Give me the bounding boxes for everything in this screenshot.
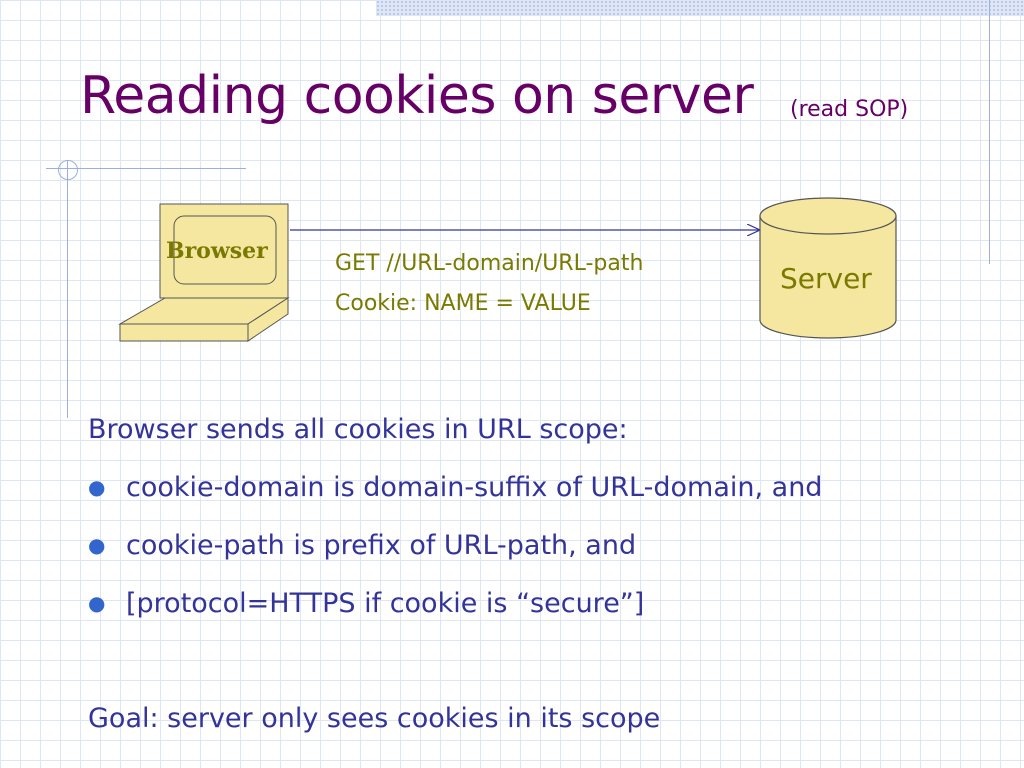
bullet-text: cookie-path is prefix of URL-path, and	[126, 530, 637, 561]
http-request-line: GET //URL-domain/URL-path	[335, 251, 644, 276]
server-label: Server	[780, 262, 872, 295]
bullet-list: ● cookie-domain is domain-suffix of URL-…	[88, 472, 822, 646]
bullet-icon: ●	[88, 475, 106, 499]
list-item: ● [protocol=HTTPS if cookie is “secure”]	[88, 588, 822, 646]
list-item: ● cookie-path is prefix of URL-path, and	[88, 530, 822, 588]
database-cylinder-icon	[759, 197, 897, 339]
list-item: ● cookie-domain is domain-suffix of URL-…	[88, 472, 822, 530]
goal-text: Goal: server only sees cookies in its sc…	[88, 703, 661, 734]
request-diagram	[118, 197, 897, 342]
decoration-line-horizontal	[46, 168, 246, 169]
bullet-icon: ●	[88, 533, 106, 557]
bullet-text: cookie-domain is domain-suffix of URL-do…	[126, 472, 823, 503]
browser-label: Browser	[166, 238, 268, 264]
corner-decoration-band	[376, 0, 1024, 16]
bullet-icon: ●	[88, 591, 106, 615]
decoration-line-right	[989, 0, 990, 264]
intro-text: Browser sends all cookies in URL scope:	[88, 414, 628, 445]
decoration-circle	[58, 160, 78, 180]
bullet-text: [protocol=HTTPS if cookie is “secure”]	[126, 588, 645, 619]
cookie-header-line: Cookie: NAME = VALUE	[335, 291, 591, 316]
decoration-line-left	[67, 160, 68, 418]
slide-title: Reading cookies on server	[80, 66, 754, 126]
laptop-icon	[118, 203, 290, 342]
slide-subtitle: (read SOP)	[790, 97, 909, 122]
